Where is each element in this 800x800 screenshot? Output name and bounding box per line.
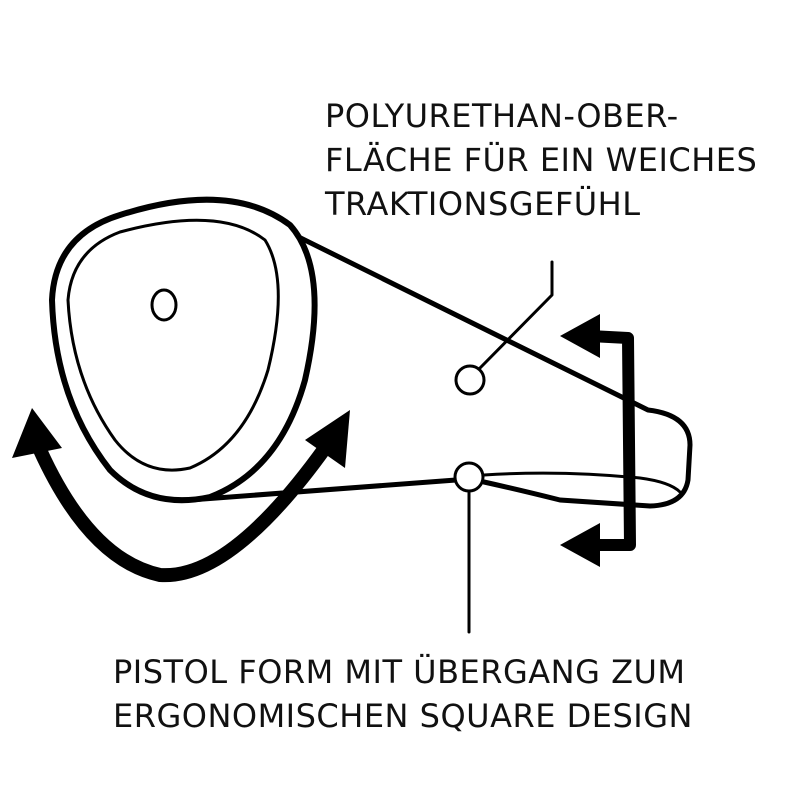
shape-label-line: PISTOL FORM MIT ÜBERGANG ZUM (113, 653, 686, 691)
rotation-arrow (33, 441, 332, 583)
surface-leader-line (478, 260, 554, 370)
surface-label-line: POLYURETHAN-OBER- (325, 97, 679, 135)
surface-label: POLYURETHAN-OBER- FLÄCHE FÜR EIN WEICHES… (325, 94, 757, 226)
grip-bottom-edge (187, 477, 459, 503)
surface-label-line: TRAKTIONSGEFÜHL (325, 185, 641, 223)
adjustment-arrowhead-top (560, 314, 600, 358)
adjustment-arrowhead-bottom (560, 523, 600, 567)
rotation-arrowhead-right (305, 410, 350, 468)
surface-callout-point (454, 364, 486, 396)
adjustment-arrow (584, 330, 636, 551)
end-cap-bolt-icon (150, 288, 178, 322)
grip-end-cap (49, 196, 318, 504)
surface-label-line: FLÄCHE FÜR EIN WEICHES (325, 141, 758, 179)
grip-inner-wing (482, 471, 682, 494)
shape-label-line: ERGONOMISCHEN SQUARE DESIGN (113, 697, 693, 735)
shape-label: PISTOL FORM MIT ÜBERGANG ZUM ERGONOMISCH… (113, 650, 693, 738)
rotation-arrowhead-left (12, 408, 62, 458)
shape-callout-point (453, 461, 485, 493)
grip-body-outline (227, 200, 693, 509)
grip-end-cap-inner (66, 218, 280, 472)
